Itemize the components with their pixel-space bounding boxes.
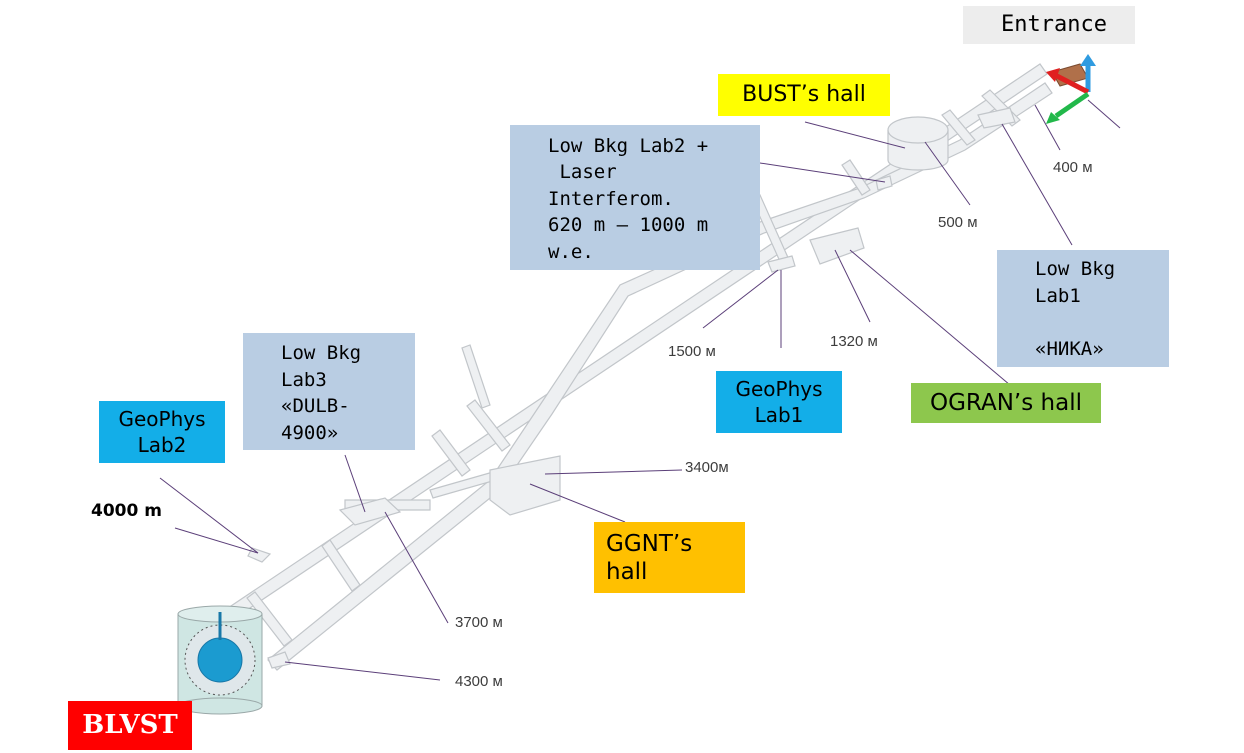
ggnt-hall-label: GGNT’s hall (594, 522, 745, 593)
blvst-chamber (267, 651, 291, 669)
lab1-chamber (977, 107, 1016, 129)
leader-line (702, 269, 779, 329)
depth-3700-label: 3700 м (455, 614, 503, 631)
cross-passage (431, 429, 471, 477)
depth-3400-label: 3400м (685, 459, 729, 476)
leader-line (1034, 104, 1061, 151)
leader-line (1087, 99, 1121, 129)
leader-line (849, 249, 1011, 386)
low-bkg-lab3-label: Low Bkg Lab3 «DULB- 4900» (243, 333, 415, 450)
geophys1-chamber (767, 255, 796, 273)
lab2-chamber (875, 175, 893, 191)
leader-line (529, 483, 626, 523)
geophys2-chamber (247, 547, 272, 563)
ogran-chamber (809, 227, 865, 265)
entrance-axes-icon (1046, 54, 1096, 124)
leader-line (174, 527, 259, 554)
leader-line (834, 249, 871, 323)
ogran-hall-label: OGRAN’s hall (911, 383, 1101, 423)
leader-line (284, 661, 441, 681)
leader-line (924, 141, 971, 206)
cross-passage (941, 109, 976, 146)
bust-hall-label: BUST’s hall (718, 74, 890, 116)
leader-lines (159, 99, 1121, 681)
leader-line (544, 469, 683, 475)
cross-passage (321, 539, 361, 592)
leader-line (159, 477, 259, 554)
depth-1320-label: 1320 м (830, 333, 878, 350)
tunnel-network (224, 63, 1053, 671)
lab3-chamber (338, 497, 402, 526)
geophys-lab2-label: GeoPhys Lab2 (99, 401, 225, 463)
ggnt-chamber (489, 455, 561, 516)
depth-1500-label: 1500 м (668, 343, 716, 360)
low-bkg-lab1-label: Low Bkg Lab1 «НИКА» (997, 250, 1169, 367)
cross-passage (466, 399, 511, 452)
blvst-tank-icon (177, 605, 263, 715)
leader-line (759, 162, 886, 183)
depth-400-label: 400 м (1053, 159, 1093, 176)
low-bkg-lab2-label: Low Bkg Lab2 + Laser Interferom. 620 m –… (510, 125, 760, 270)
leader-line (804, 121, 906, 149)
blvst-label: BLVST (68, 701, 192, 750)
depth-4300-label: 4300 м (455, 673, 503, 690)
depth-500-label: 500 м (938, 214, 978, 231)
cross-passage (246, 591, 293, 647)
entrance-label: Entrance (963, 6, 1135, 44)
bust-cylinder-top (887, 116, 949, 144)
depth-4000-label: 4000 m (91, 501, 162, 521)
leader-line (344, 454, 366, 513)
geophys-lab1-label: GeoPhys Lab1 (716, 371, 842, 433)
leader-line (384, 511, 449, 624)
cross-passage (461, 344, 491, 409)
main-tunnel-b (267, 82, 1053, 671)
leader-line (1001, 123, 1073, 246)
